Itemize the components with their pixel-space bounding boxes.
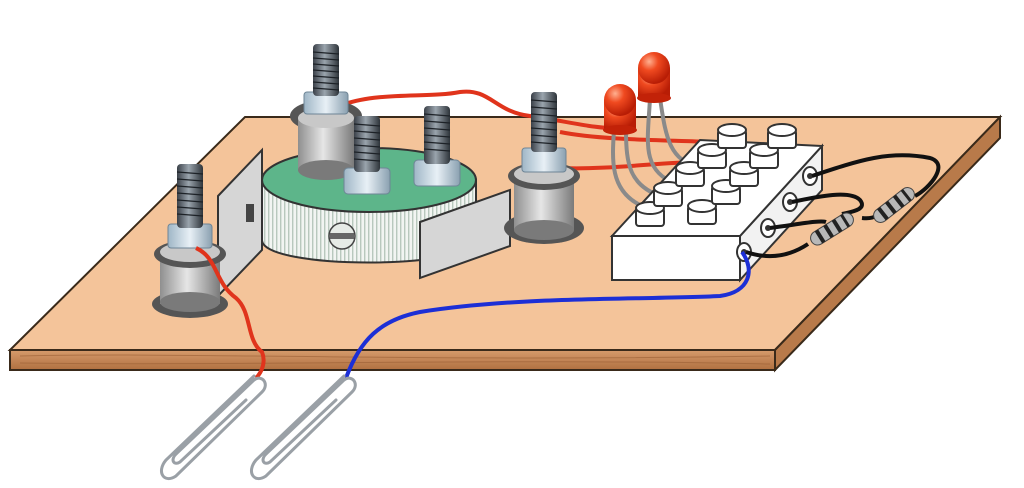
paper-clip-right [250, 374, 357, 481]
binding-post-top [290, 44, 362, 180]
terminal-screws [635, 123, 797, 227]
resistor-left [810, 212, 854, 246]
resistor-right [873, 187, 915, 223]
binding-post-right [504, 92, 584, 244]
led-left [603, 84, 637, 135]
pot-bolt-left [343, 116, 391, 195]
red-wire-post-to-block [559, 130, 716, 144]
black-wires [745, 153, 941, 259]
red-wire-top [344, 89, 621, 131]
red-wire-left [195, 246, 266, 380]
paper-clip-left [160, 374, 267, 481]
pot-bolt-right [413, 106, 461, 187]
pot-bracket-right [419, 188, 511, 280]
blue-wire [344, 250, 751, 379]
board-front-edge [9, 349, 776, 371]
wood-grain [19, 354, 771, 365]
terminal-block [609, 123, 825, 283]
led-right [637, 52, 671, 103]
board-right-edge [774, 114, 1001, 373]
